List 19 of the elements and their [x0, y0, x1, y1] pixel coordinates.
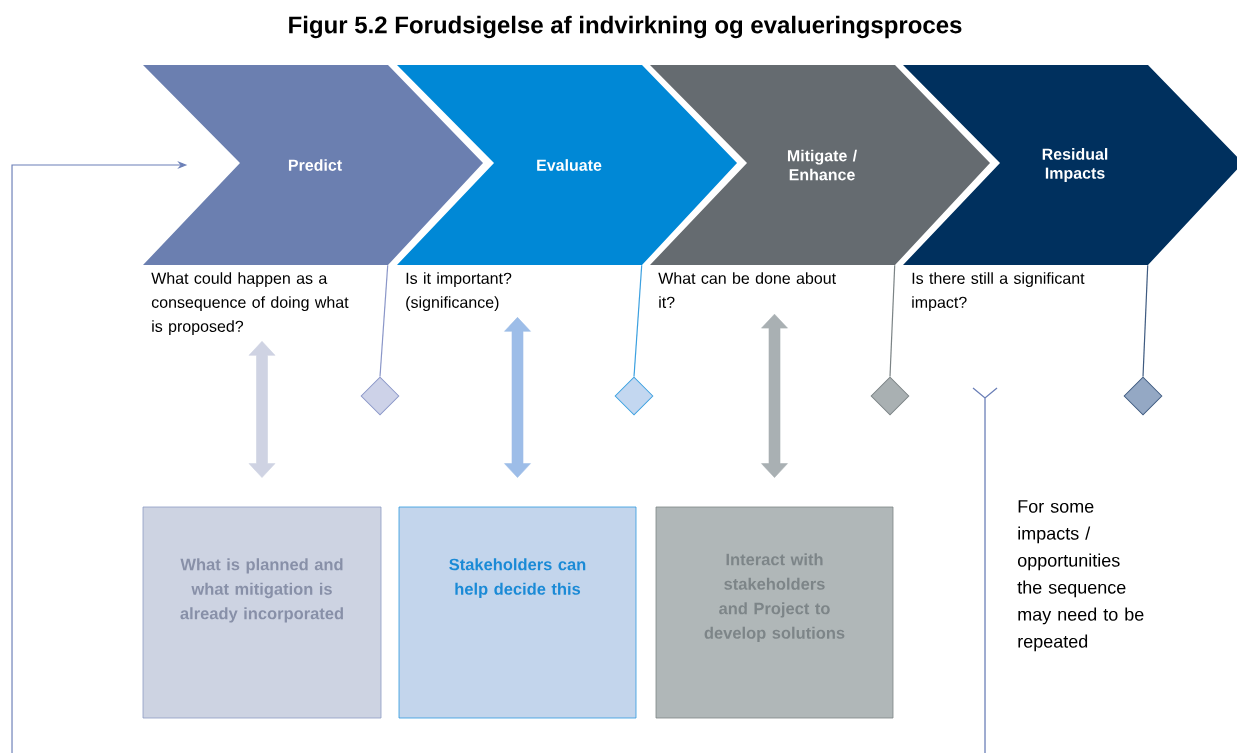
question-text: Is there still a significant impact? — [912, 272, 1085, 312]
process-box: What is planned and what mitigation is already incorporated — [142, 506, 382, 719]
diamond-marker — [360, 376, 400, 416]
double-arrow — [761, 313, 788, 478]
connector-line — [889, 264, 896, 378]
note-text: For some impacts / opportunities the sequence may need to be repeated — [1017, 500, 1144, 652]
process-box: Stakeholders can help decide this — [398, 506, 637, 719]
double-arrow — [248, 341, 276, 478]
question-text: Is it important? (significance) — [406, 272, 512, 312]
diamond-marker — [870, 376, 910, 416]
question-text: What can be done about it? — [658, 272, 836, 308]
figure-title: Figur 5.2 Forudsigelse af indvirkning og evalueringsproces — [289, 15, 962, 39]
connector-line — [379, 264, 389, 378]
double-arrow — [504, 317, 531, 478]
connector-line — [633, 264, 643, 378]
question-text: What could happen as a consequence of doing what is proposed? — [151, 272, 349, 336]
diamond-marker — [1123, 376, 1163, 416]
connector-line — [1142, 264, 1149, 378]
diamond-marker — [614, 376, 654, 416]
